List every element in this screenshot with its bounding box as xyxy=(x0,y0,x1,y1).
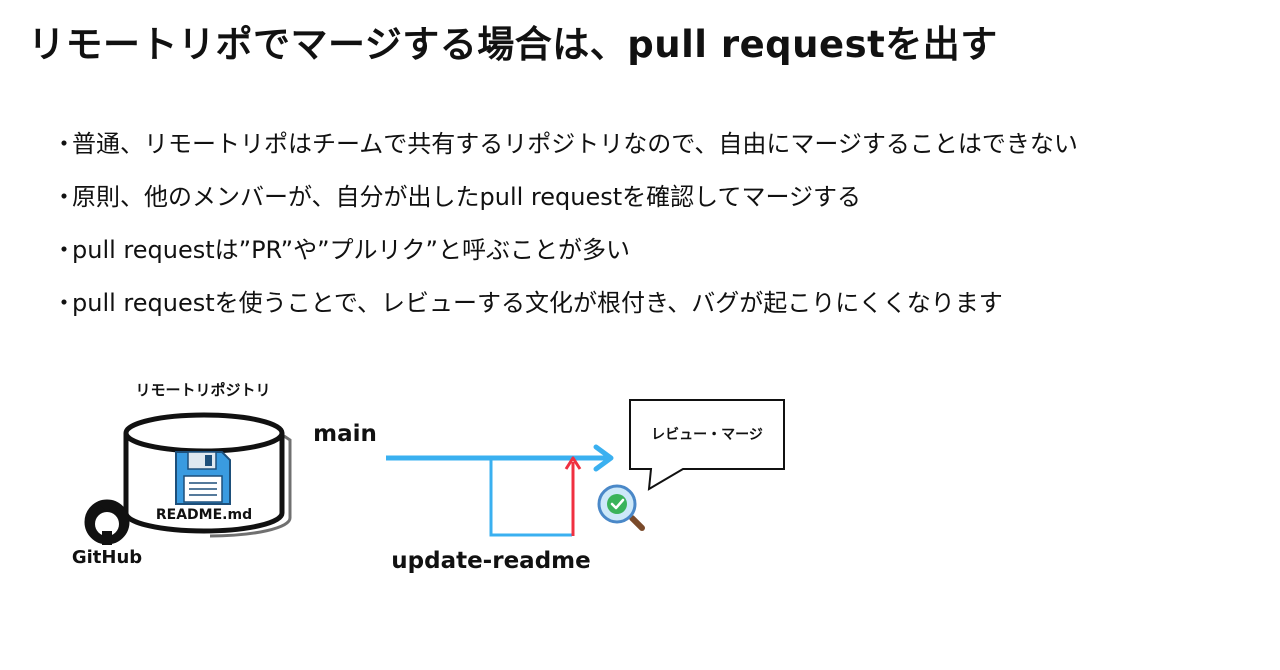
bubble-text: レビュー・マージ xyxy=(651,427,763,443)
bullet-marker: ・ xyxy=(52,130,76,158)
main-branch-arrow xyxy=(386,444,614,472)
floppy-disk-icon xyxy=(175,451,231,505)
merge-arrow xyxy=(564,456,582,536)
github-label: GitHub xyxy=(72,547,142,568)
feature-branch-path xyxy=(489,458,572,537)
bullet-marker: ・ xyxy=(52,236,76,264)
magnifier-check-icon xyxy=(597,484,645,531)
bullet-text: 普通、リモートリポはチームで共有するリポジトリなので、自由にマージすることはでき… xyxy=(72,130,1078,158)
repo-label: リモートリポジトリ xyxy=(135,381,270,399)
bullet-list: ・普通、リモートリポはチームで共有するリポジトリなので、自由にマージすることはで… xyxy=(52,126,1078,338)
main-branch-label: main xyxy=(313,421,377,447)
bullet-item: ・普通、リモートリポはチームで共有するリポジトリなので、自由にマージすることはで… xyxy=(52,126,1078,179)
file-label: README.md xyxy=(156,507,252,523)
bullet-text: pull requestを使うことで、レビューする文化が根付き、バグが起こりにく… xyxy=(72,289,1003,317)
github-icon xyxy=(84,499,130,545)
bullet-item: ・原則、他のメンバーが、自分が出したpull requestを確認してマージする xyxy=(52,179,1078,232)
speech-bubble-icon xyxy=(629,399,785,491)
bullet-item: ・pull requestは”PR”や”プルリク”と呼ぶことが多い xyxy=(52,232,1078,285)
bullet-text: pull requestは”PR”や”プルリク”と呼ぶことが多い xyxy=(72,236,630,264)
bullet-marker: ・ xyxy=(52,289,76,317)
slide-title: リモートリポでマージする場合は、pull requestを出す xyxy=(28,23,998,66)
bullet-marker: ・ xyxy=(52,183,76,211)
feature-branch-label: update-readme xyxy=(391,548,590,574)
bullet-item: ・pull requestを使うことで、レビューする文化が根付き、バグが起こりに… xyxy=(52,285,1078,338)
bullet-text: 原則、他のメンバーが、自分が出したpull requestを確認してマージする xyxy=(72,183,861,211)
